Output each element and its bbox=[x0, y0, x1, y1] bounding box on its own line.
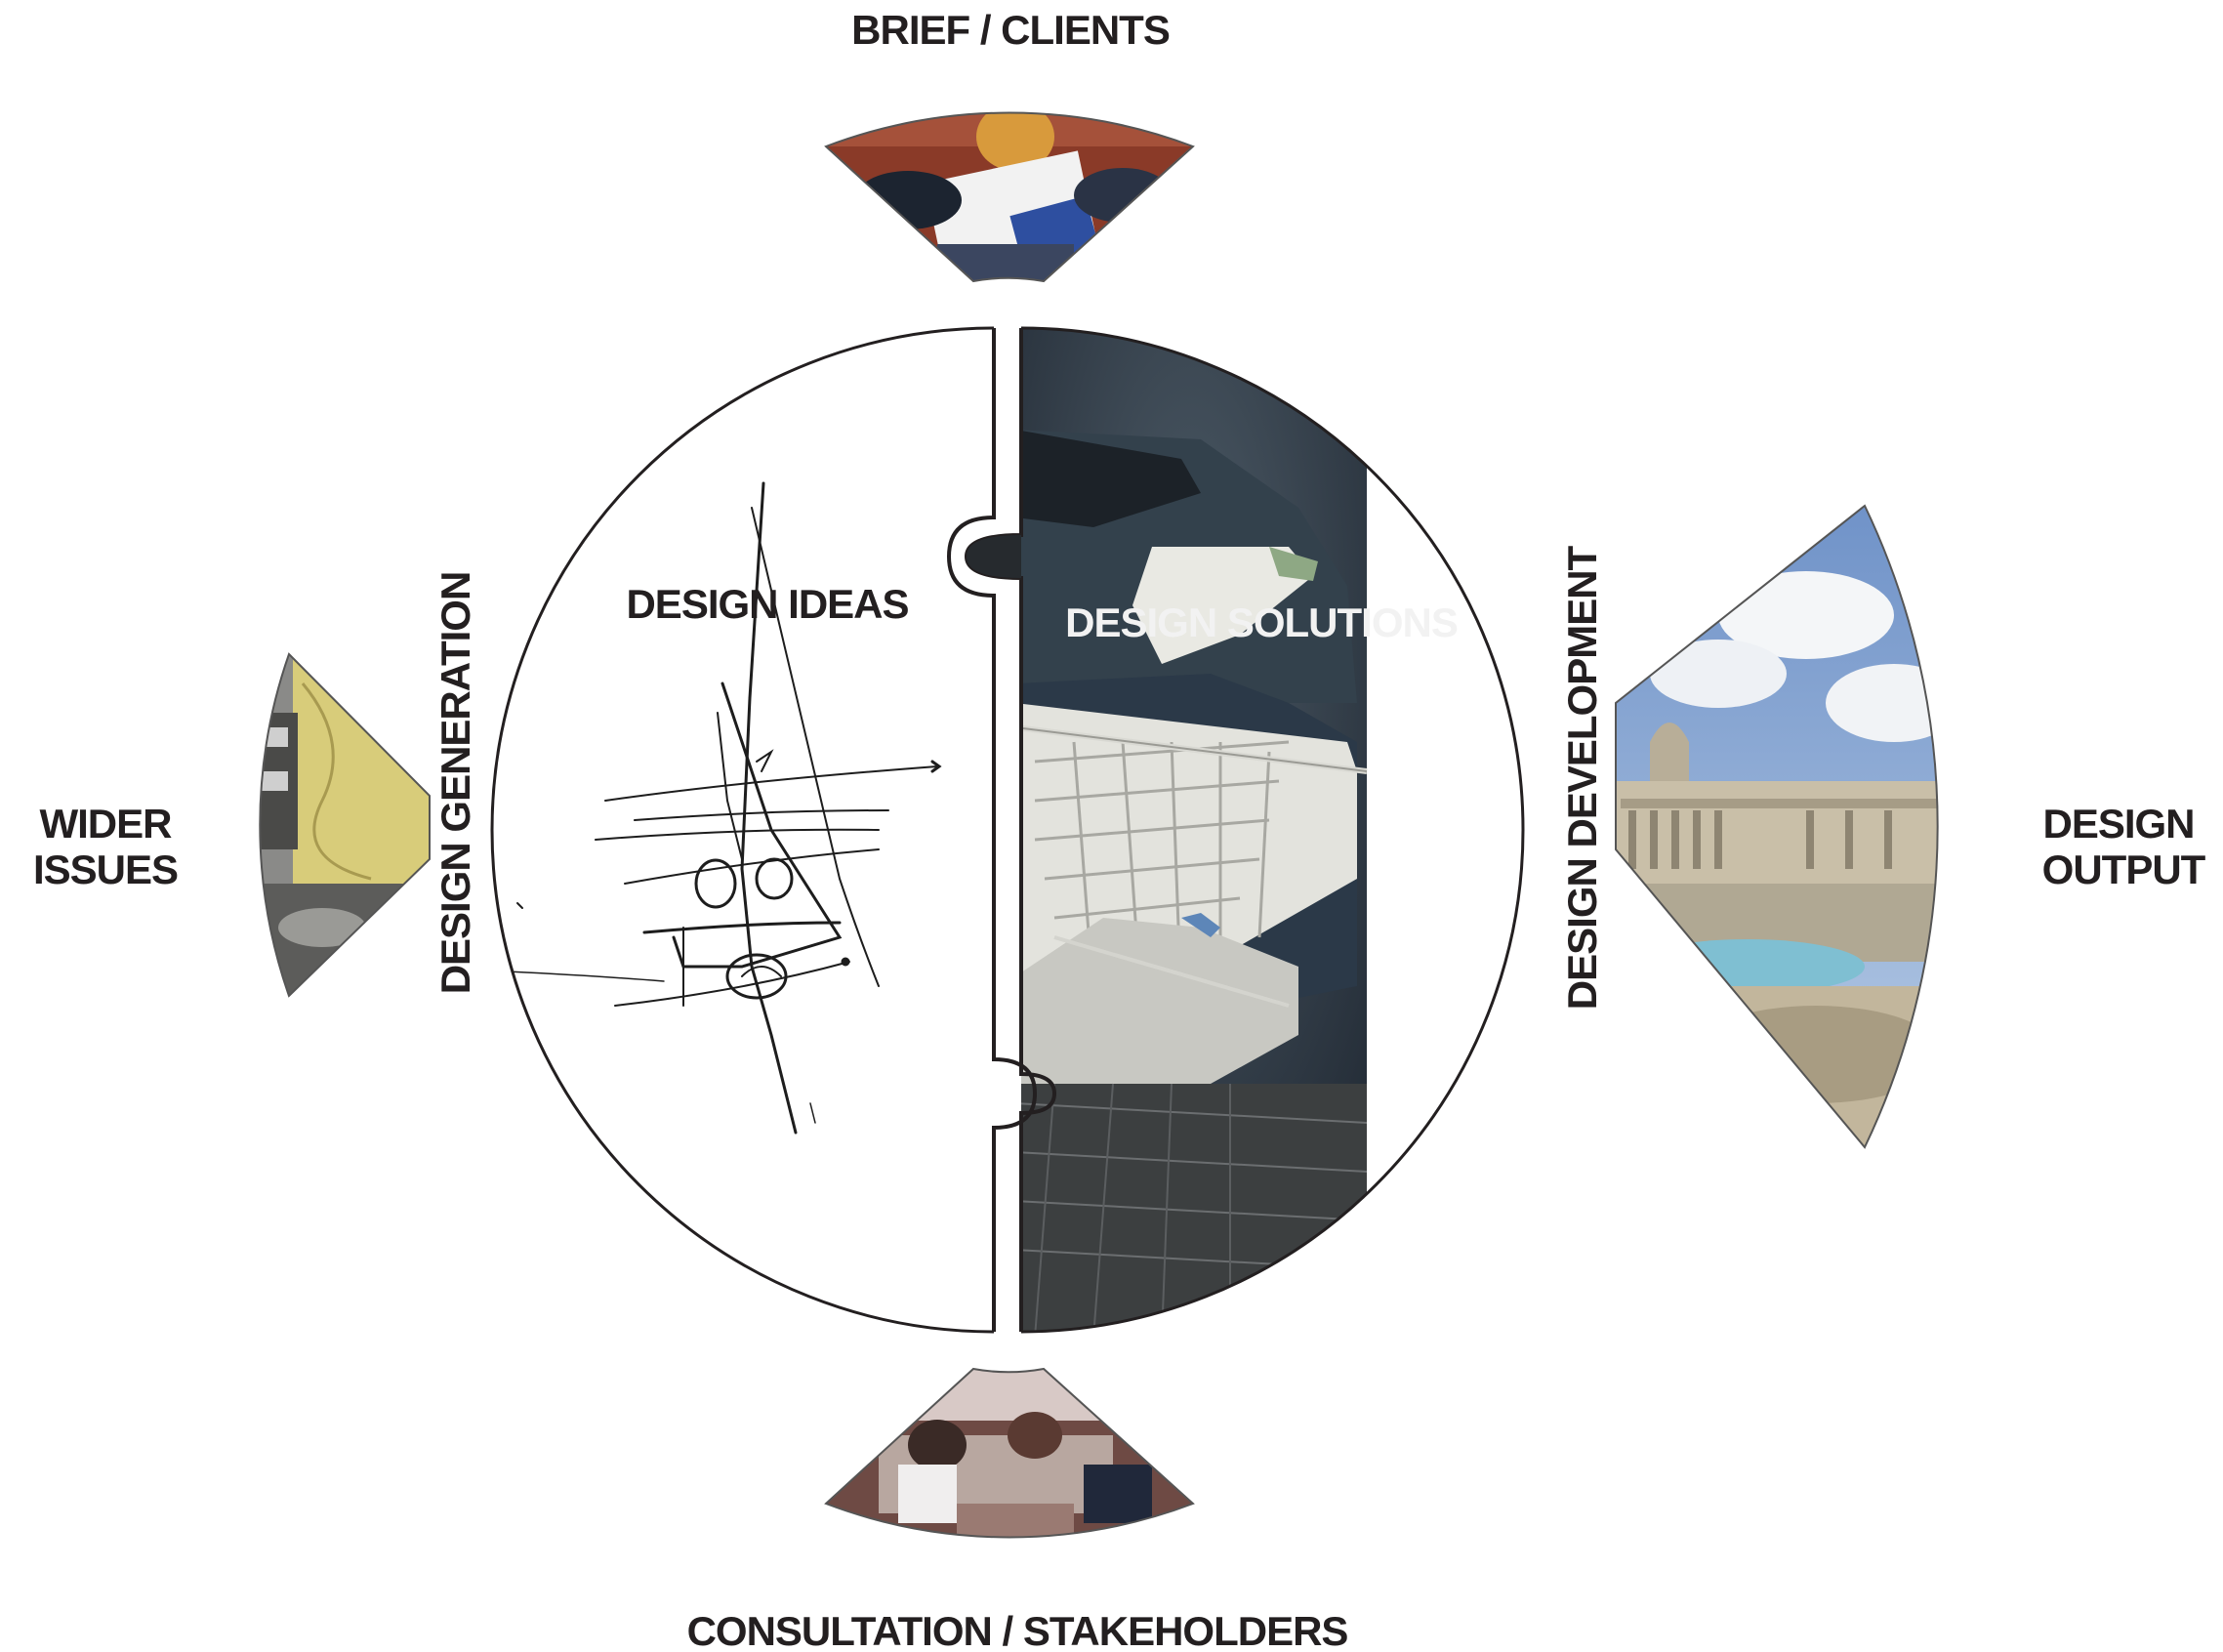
design-ideas-label: DESIGN IDEAS bbox=[626, 581, 908, 627]
design-output-label-line1: DESIGN bbox=[2042, 801, 2194, 847]
design-generation-label: DESIGN GENERATION bbox=[432, 572, 478, 995]
design-ideas-sketch bbox=[507, 481, 942, 1135]
design-output-photo bbox=[1616, 506, 1938, 1147]
design-output-wedge-outline bbox=[1615, 504, 1939, 1149]
design-solutions-panel bbox=[1021, 328, 1368, 1332]
wider-issues-label-line2: ISSUES bbox=[33, 847, 178, 892]
circle-right-outline bbox=[1020, 326, 1525, 1334]
consultation-stakeholders-label: CONSULTATION / STAKEHOLDERS bbox=[687, 1608, 1348, 1652]
brief-clients-wedge-outline bbox=[824, 111, 1195, 283]
circle-left-outline bbox=[490, 326, 995, 1334]
design-solutions-label: DESIGN SOLUTIONS bbox=[1065, 599, 1458, 645]
consultation-photo bbox=[826, 1369, 1193, 1538]
wider-issues-wedge-outline bbox=[259, 652, 431, 998]
design-ideas-panel bbox=[492, 328, 994, 1332]
brief-clients-label: BRIEF / CLIENTS bbox=[851, 7, 1170, 53]
design-output-label-line2: OUTPUT bbox=[2042, 847, 2206, 892]
design-development-label: DESIGN DEVELOPMENT bbox=[1559, 545, 1605, 1010]
consultation-wedge-outline bbox=[824, 1367, 1195, 1539]
puzzle-tab bbox=[967, 535, 1021, 578]
wider-issues-label-line1: WIDER bbox=[40, 801, 173, 847]
